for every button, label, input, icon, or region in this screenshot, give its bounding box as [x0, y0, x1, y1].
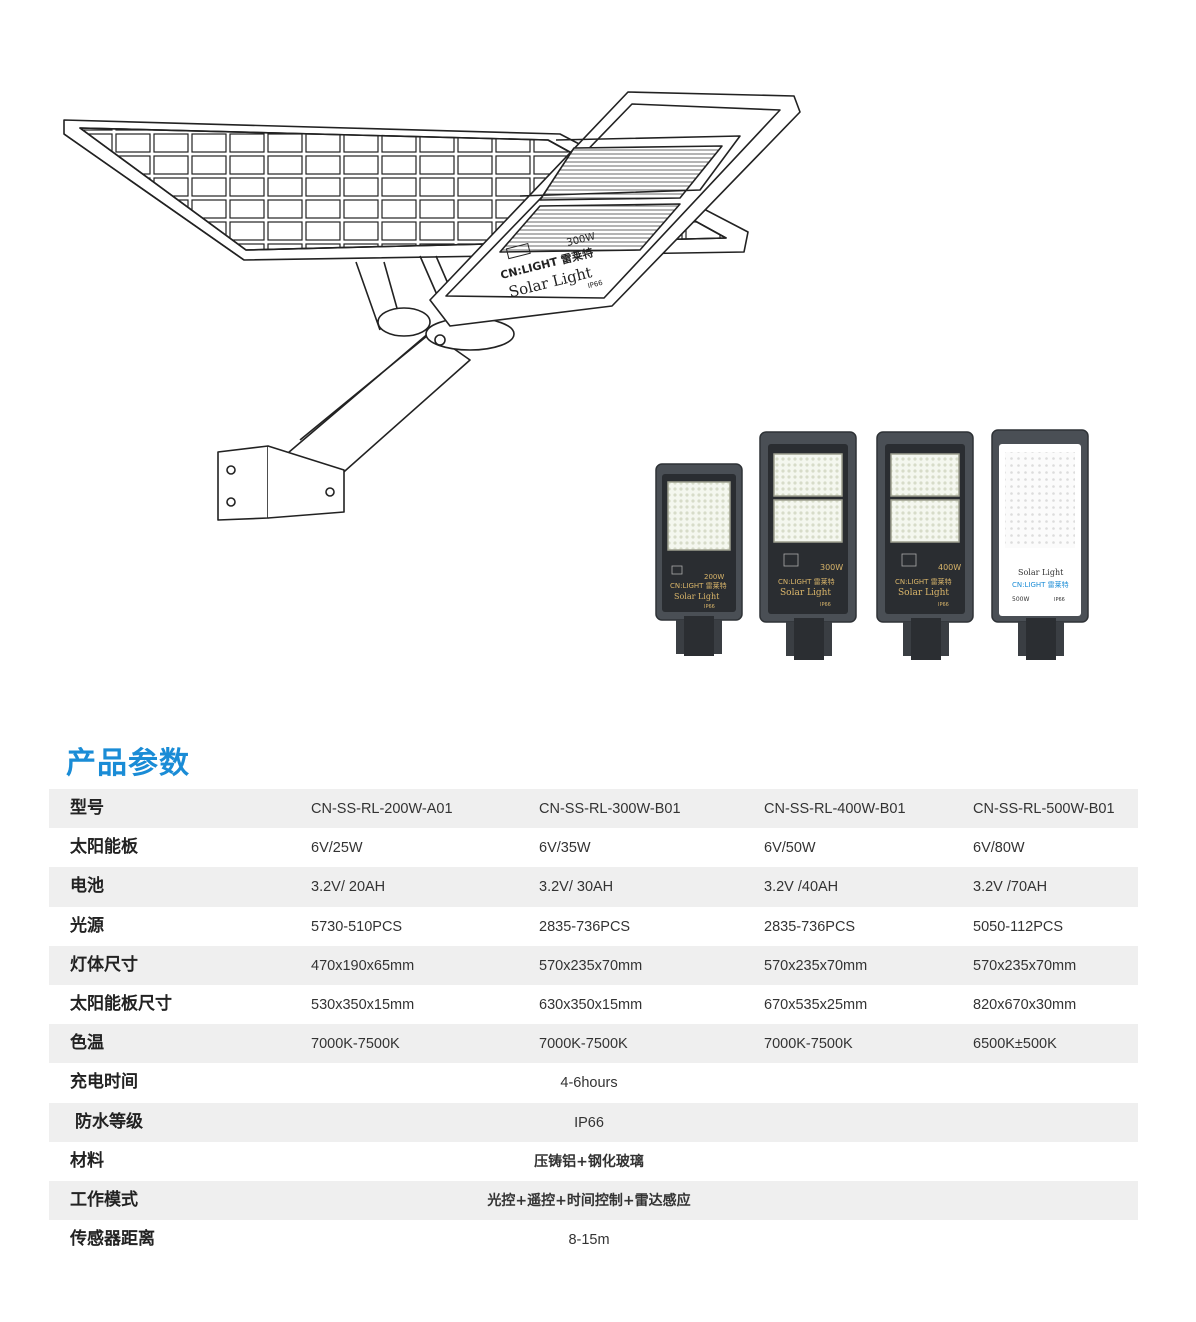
shared-value: 光控+遥控+时间控制+雷达感应 — [487, 1192, 691, 1209]
cell-500w: 6500K±500K — [973, 1036, 1057, 1053]
lamp-300w-rating: IP66 — [820, 602, 831, 608]
row-label: 传感器距离 — [70, 1229, 155, 1250]
cell-200w: 470x190x65mm — [311, 957, 415, 974]
cell-500w: 570x235x70mm — [973, 957, 1077, 974]
spec-table: 型号 CN-SS-RL-200W-A01 CN-SS-RL-300W-B01 C… — [49, 789, 1138, 1259]
row-label: 电池 — [70, 876, 104, 897]
section-title: 产品参数 — [66, 746, 190, 781]
cell-300w: 7000K-7500K — [539, 1036, 628, 1053]
shared-value: 压铸铝+钢化玻璃 — [534, 1153, 644, 1170]
lamp-200w: 200W CN:LIGHT 雷莱特 Solar Light IP66 — [655, 463, 743, 656]
solar-light-line-drawing — [63, 91, 801, 521]
row-label: 工作模式 — [70, 1189, 138, 1210]
shared-value: 8-15m — [568, 1232, 610, 1249]
lamp-400w-rating: IP66 — [938, 602, 949, 608]
spec-row-light-source: 光源 5730-510PCS 2835-736PCS 2835-736PCS 5… — [49, 907, 1138, 946]
cell-400w: CN-SS-RL-400W-B01 — [764, 801, 906, 817]
lamp-500w-rating: IP66 — [1054, 597, 1065, 603]
row-label: 防水等级 — [75, 1111, 143, 1132]
cell-500w: 5050-112PCS — [973, 918, 1064, 935]
cell-400w: 2835-736PCS — [764, 918, 856, 935]
lamp-500w-product: Solar Light — [1018, 568, 1064, 577]
row-label: 灯体尺寸 — [70, 954, 138, 975]
cell-200w: 530x350x15mm — [311, 996, 415, 1013]
spec-row-sensor-range: 传感器距离 8-15m — [49, 1220, 1138, 1259]
lamp-500w-brand: CN:LIGHT 雷莱特 — [1012, 580, 1069, 589]
lamp-200w-wattage: 200W — [704, 573, 724, 581]
cell-300w: 6V/35W — [539, 840, 591, 857]
spec-row-work-mode: 工作模式 光控+遥控+时间控制+雷达感应 — [49, 1180, 1138, 1221]
lamp-300w-wattage: 300W — [820, 563, 843, 572]
lamp-400w: 400W CN:LIGHT 雷莱特 Solar Light IP66 — [876, 431, 974, 660]
row-label: 色温 — [70, 1033, 104, 1054]
row-label: 太阳能板尺寸 — [70, 993, 172, 1014]
lamp-200w-product: Solar Light — [674, 592, 720, 601]
spec-row-waterproof: 防水等级 IP66 — [49, 1102, 1138, 1142]
row-label: 充电时间 — [70, 1072, 138, 1093]
cell-400w: 570x235x70mm — [764, 957, 868, 974]
spec-row-model: 型号 CN-SS-RL-200W-A01 CN-SS-RL-300W-B01 C… — [49, 789, 1138, 829]
cell-500w: 6V/80W — [973, 840, 1025, 857]
cell-300w: 2835-736PCS — [539, 918, 631, 935]
spec-row-lamp-size: 灯体尺寸 470x190x65mm 570x235x70mm 570x235x7… — [49, 945, 1138, 985]
lamp-400w-product: Solar Light — [898, 588, 949, 598]
spec-row-solar-panel: 太阳能板 6V/25W 6V/35W 6V/50W 6V/80W — [49, 828, 1138, 867]
cell-400w: 6V/50W — [764, 840, 816, 857]
cell-400w: 3.2V /40AH — [764, 879, 839, 896]
cell-400w: 670x535x25mm — [764, 996, 868, 1013]
lamp-400w-brand: CN:LIGHT 雷莱特 — [895, 577, 952, 586]
cell-500w: CN-SS-RL-500W-B01 — [973, 801, 1115, 817]
lamp-500w: Solar Light CN:LIGHT 雷莱特 500W IP66 — [991, 429, 1089, 660]
line-drawing-rating: IP66 — [587, 279, 604, 291]
lamp-500w-wattage: 500W — [1012, 596, 1029, 603]
product-hero-illustration: 300W CN:LIGHT 雷莱特 Solar Light IP66 200W … — [63, 91, 1089, 660]
spec-row-panel-size: 太阳能板尺寸 530x350x15mm 630x350x15mm 670x535… — [49, 985, 1138, 1024]
cell-300w: 3.2V/ 30AH — [539, 879, 614, 896]
cell-300w: 570x235x70mm — [539, 957, 643, 974]
lamp-200w-brand: CN:LIGHT 雷莱特 — [670, 581, 727, 590]
lamp-300w: 300W CN:LIGHT 雷莱特 Solar Light IP66 — [759, 431, 857, 660]
spec-row-color-temp: 色温 7000K-7500K 7000K-7500K 7000K-7500K 6… — [49, 1024, 1138, 1064]
cell-200w: CN-SS-RL-200W-A01 — [311, 801, 453, 817]
cell-200w: 3.2V/ 20AH — [311, 879, 386, 896]
row-label: 材料 — [70, 1150, 104, 1171]
cell-500w: 3.2V /70AH — [973, 879, 1048, 896]
lamp-200w-rating: IP66 — [704, 604, 715, 610]
cell-400w: 7000K-7500K — [764, 1036, 853, 1053]
row-label: 光源 — [70, 915, 104, 936]
lamp-300w-brand: CN:LIGHT 雷莱特 — [778, 577, 835, 586]
spec-row-battery: 电池 3.2V/ 20AH 3.2V/ 30AH 3.2V /40AH 3.2V… — [49, 867, 1138, 907]
cell-300w: CN-SS-RL-300W-B01 — [539, 801, 681, 817]
cell-200w: 6V/25W — [311, 840, 363, 857]
shared-value: 4-6hours — [560, 1075, 618, 1092]
cell-300w: 630x350x15mm — [539, 996, 643, 1013]
spec-row-charge-time: 充电时间 4-6hours — [49, 1063, 1138, 1102]
spec-row-material: 材料 压铸铝+钢化玻璃 — [49, 1142, 1138, 1181]
cell-200w: 5730-510PCS — [311, 918, 403, 935]
row-label: 型号 — [70, 798, 104, 818]
lamp-300w-product: Solar Light — [780, 588, 831, 598]
row-label: 太阳能板 — [70, 837, 138, 858]
cell-500w: 820x670x30mm — [973, 996, 1077, 1013]
lamp-400w-wattage: 400W — [938, 563, 961, 572]
cell-200w: 7000K-7500K — [311, 1036, 400, 1053]
shared-value: IP66 — [574, 1114, 604, 1131]
